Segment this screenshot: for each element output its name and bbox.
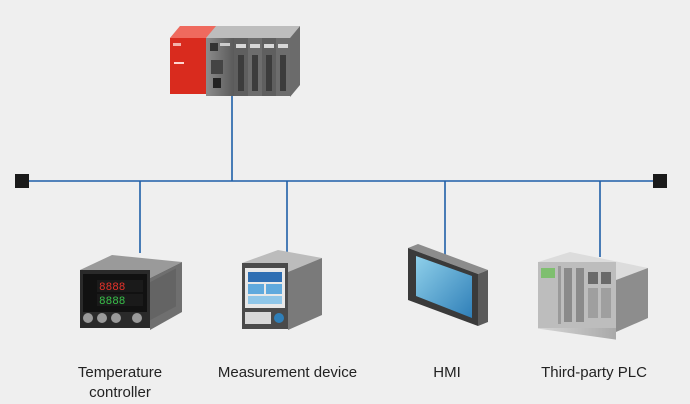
master-plc-icon (170, 26, 300, 97)
temperature-controller-label: Temperature controller (60, 363, 180, 403)
temperature-controller-label-line2: controller (89, 384, 151, 401)
bus-terminator-right (653, 174, 667, 188)
third-party-plc-label: Third-party PLC (541, 364, 647, 381)
measurement-device-icon (242, 250, 322, 330)
svg-text:8888: 8888 (99, 296, 125, 308)
measurement-device-label: Measurement device (217, 364, 358, 381)
temperature-controller-label-line1: Temperature (77, 364, 163, 381)
svg-text:8888: 8888 (99, 282, 125, 294)
hmi-icon (408, 244, 488, 326)
temperature-controller-icon: 8888 8888 (80, 255, 182, 330)
bus-terminator-left (15, 174, 29, 188)
hmi-label: HMI (433, 364, 461, 381)
network-bus (22, 96, 660, 257)
third-party-plc-icon (538, 252, 648, 340)
